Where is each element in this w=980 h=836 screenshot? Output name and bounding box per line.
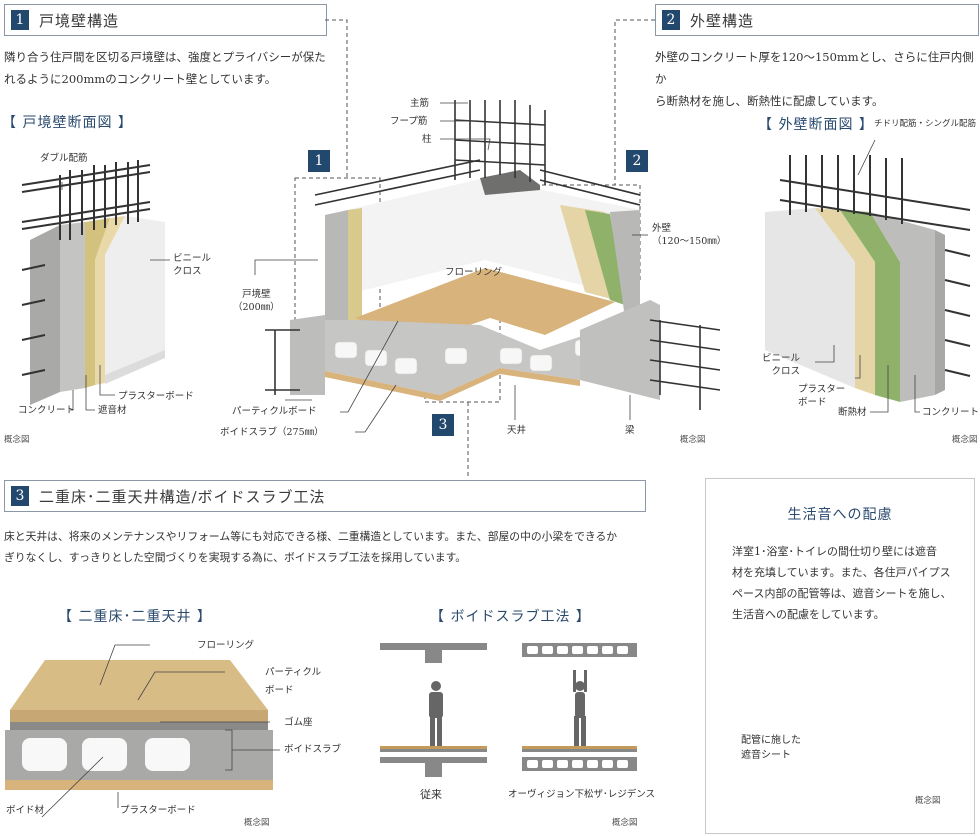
text-line: 隣り合う住戸間を区切る戸境壁は、強度とプライバシーが保た (4, 50, 326, 64)
section1-text: 隣り合う住戸間を区切る戸境壁は、強度とプライバシーが保た れるように200mmの… (4, 46, 334, 90)
text-line: ら断熱材を施し、断熱性に配慮しています。 (655, 94, 884, 108)
section2-diagram-title: 【 外壁断面図 】 (758, 117, 874, 133)
text-line: 外壁のコンクリート厚を120〜150mmとし、さらに住戸内側か (655, 50, 974, 86)
section3-text: 床と天井は、将来のメンテナンスやリフォーム等にも対応できる様、二重構造としていま… (4, 526, 664, 568)
label-conventional: 従来 (420, 788, 442, 801)
label-this-property: オーヴィジョン下松ザ･レジデンス (508, 789, 656, 800)
label-vinyl-cloth-2: ビニール クロス (762, 353, 801, 377)
label-floor-flooring: フローリング (197, 640, 255, 651)
label-chidori-rebar: チドリ配筋・シングル配筋 (874, 119, 977, 129)
label-main-rebar: 主筋 (410, 98, 430, 109)
label-ceiling: 天井 (507, 425, 527, 436)
note-concept-2: 概念図 (952, 435, 978, 445)
center-badge-3: 3 (432, 414, 454, 436)
label-rubber-seat: ゴム座 (284, 717, 313, 728)
living-noise-box (705, 478, 975, 834)
text-line: 洋室1･浴室･トイレの間仕切り壁には遮音 (732, 545, 937, 558)
living-noise-text: 洋室1･浴室･トイレの間仕切り壁には遮音 材を充填しています。また、各住戸パイプ… (732, 541, 951, 625)
label-beam: 梁 (625, 425, 635, 436)
label-flooring: フローリング (445, 267, 503, 278)
section3-header: 3 二重床･二重天井構造/ボイドスラブ工法 (4, 480, 646, 512)
section1-number: 1 (11, 10, 29, 30)
label-floor-plasterboard: プラスターボード (120, 805, 196, 816)
section2-number: 2 (662, 10, 680, 30)
note-concept-1: 概念図 (4, 435, 30, 445)
party-wall-illustration (21, 160, 170, 411)
text-line: れるように200mmのコンクリート壁としています。 (4, 72, 277, 86)
living-noise-title: 生活音への配慮 (787, 507, 893, 523)
label-outer-wall: 外壁 （120〜150㎜） (652, 223, 727, 247)
section2-title: 外壁構造 (690, 11, 755, 30)
label-column: 柱 (422, 134, 432, 145)
label-particle-board: パーティクルボード (232, 406, 317, 417)
section1-header: 1 戸境壁構造 (4, 4, 327, 36)
void-slab-comparison-illustration (380, 643, 637, 777)
center-badge-2: 2 (626, 150, 648, 172)
note-concept-floor: 概念図 (244, 818, 270, 828)
text-line: ペース内部の配管等は、遮音シートを施し、 (732, 587, 952, 600)
text-line: 材を充填しています。また、各住戸パイプス (732, 566, 951, 579)
double-floor-title: 【 二重床･二重天井 】 (58, 609, 212, 625)
label-void-material: ボイド材 (6, 805, 45, 816)
structure-isometric-illustration (254, 100, 721, 433)
label-concrete: コンクリート (18, 405, 76, 416)
section1-diagram-title: 【 戸境壁断面図 】 (2, 115, 133, 131)
label-insulation: 断熱材 (838, 407, 867, 418)
note-concept-pipe: 概念図 (915, 796, 941, 806)
void-slab-title: 【 ボイドスラブ工法 】 (430, 609, 591, 625)
center-badge-1: 1 (308, 150, 330, 172)
outer-wall-illustration (765, 139, 971, 413)
double-floor-illustration (5, 644, 280, 818)
text-line: 生活音への配慮をしています。 (732, 608, 885, 621)
label-pipe-sound-sheet: 配管に施した 遮音シート (741, 735, 801, 761)
label-plasterboard-2: プラスター ボード (798, 384, 846, 408)
label-sound-insulation: 遮音材 (98, 405, 127, 416)
text-line: ぎりなくし、すっきりとした空間づくりを実現する為に、ボイドスラブ工法を採用してい… (4, 551, 467, 564)
section1-title: 戸境壁構造 (39, 11, 120, 30)
label-concrete-2: コンクリート (922, 407, 980, 418)
note-concept-center: 概念図 (680, 435, 706, 445)
section3-number: 3 (11, 486, 29, 506)
label-floor-void-slab: ボイドスラブ (284, 744, 342, 755)
section2-text: 外壁のコンクリート厚を120〜150mmとし、さらに住戸内側か ら断熱材を施し、… (655, 46, 980, 112)
text-line: 床と天井は、将来のメンテナンスやリフォーム等にも対応できる様、二重構造としていま… (4, 530, 618, 543)
label-hoop-rebar: フープ筋 (390, 116, 428, 127)
person-silhouettes (429, 670, 587, 746)
label-vinyl-cloth: ビニール クロス (173, 253, 212, 277)
label-void-slab: ボイドスラブ（275㎜） (220, 427, 324, 438)
label-party-wall: 戸境壁 （200㎜） (233, 289, 280, 313)
label-floor-particle: パーティクル ボード (265, 667, 322, 696)
section2-header: 2 外壁構造 (655, 4, 979, 36)
label-double-rebar: ダブル配筋 (40, 153, 88, 164)
note-concept-void: 概念図 (612, 818, 638, 828)
label-plasterboard: プラスターボード (118, 391, 194, 402)
section3-title: 二重床･二重天井構造/ボイドスラブ工法 (39, 487, 326, 506)
